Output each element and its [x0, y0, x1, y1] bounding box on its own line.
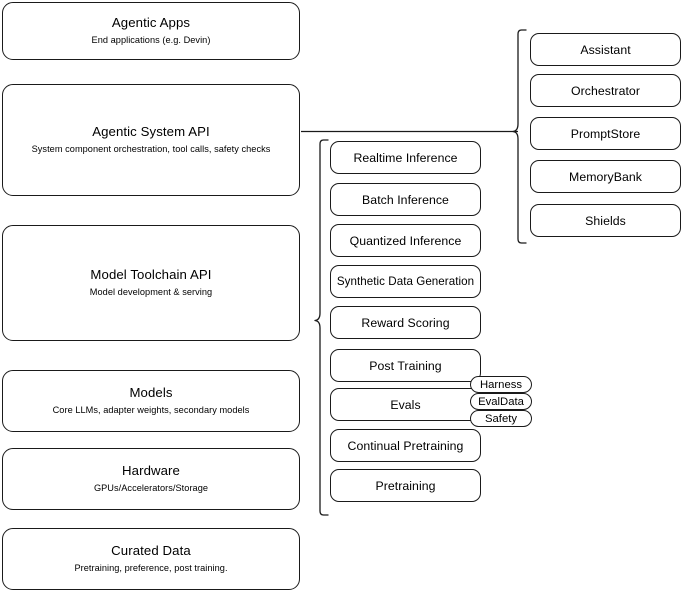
agentic-component-assistant[interactable]: Assistant	[530, 33, 681, 66]
layer-title: Model Toolchain API	[90, 267, 212, 282]
layer-subtitle: System component orchestration, tool cal…	[31, 144, 271, 154]
toolchain-item-quantized-inference[interactable]: Quantized Inference	[330, 224, 481, 257]
stack-layer-models[interactable]: Models Core LLMs, adapter weights, secon…	[2, 370, 300, 432]
toolchain-item-continual-pretraining[interactable]: Continual Pretraining	[330, 429, 481, 462]
brace-agentic-components	[512, 29, 527, 244]
layer-title: Curated Data	[111, 543, 191, 558]
layer-subtitle: End applications (e.g. Devin)	[91, 35, 211, 45]
stack-layer-hardware[interactable]: Hardware GPUs/Accelerators/Storage	[2, 448, 300, 510]
toolchain-item-evals[interactable]: Evals	[330, 388, 481, 421]
stack-layer-agentic-apps[interactable]: Agentic Apps End applications (e.g. Devi…	[2, 2, 300, 60]
agentic-component-memorybank[interactable]: MemoryBank	[530, 160, 681, 193]
layer-subtitle: Model development & serving	[89, 287, 213, 297]
toolchain-item-pretraining[interactable]: Pretraining	[330, 469, 481, 502]
stack-layer-model-toolchain-api[interactable]: Model Toolchain API Model development & …	[2, 225, 300, 341]
eval-tag-harness[interactable]: Harness	[470, 376, 532, 393]
brace-toolchain-items	[314, 139, 329, 516]
layer-title: Agentic System API	[92, 124, 210, 139]
agentic-component-orchestrator[interactable]: Orchestrator	[530, 74, 681, 107]
eval-tag-safety[interactable]: Safety	[470, 410, 532, 427]
toolchain-item-reward-scoring[interactable]: Reward Scoring	[330, 306, 481, 339]
layer-subtitle: Core LLMs, adapter weights, secondary mo…	[52, 405, 250, 415]
stack-layer-curated-data[interactable]: Curated Data Pretraining, preference, po…	[2, 528, 300, 590]
stack-layer-agentic-system-api[interactable]: Agentic System API System component orch…	[2, 84, 300, 196]
layer-title: Models	[129, 385, 173, 400]
toolchain-item-post-training[interactable]: Post Training	[330, 349, 481, 382]
layer-subtitle: Pretraining, preference, post training.	[74, 563, 228, 573]
agentic-component-promptstore[interactable]: PromptStore	[530, 117, 681, 150]
agentic-component-shields[interactable]: Shields	[530, 204, 681, 237]
layer-title: Hardware	[122, 463, 180, 478]
toolchain-item-synthetic-data-generation[interactable]: Synthetic Data Generation	[330, 265, 481, 298]
toolchain-item-realtime-inference[interactable]: Realtime Inference	[330, 141, 481, 174]
layer-title: Agentic Apps	[111, 15, 191, 30]
eval-tag-evaldata[interactable]: EvalData	[470, 393, 532, 410]
layer-subtitle: GPUs/Accelerators/Storage	[93, 483, 209, 493]
toolchain-item-batch-inference[interactable]: Batch Inference	[330, 183, 481, 216]
